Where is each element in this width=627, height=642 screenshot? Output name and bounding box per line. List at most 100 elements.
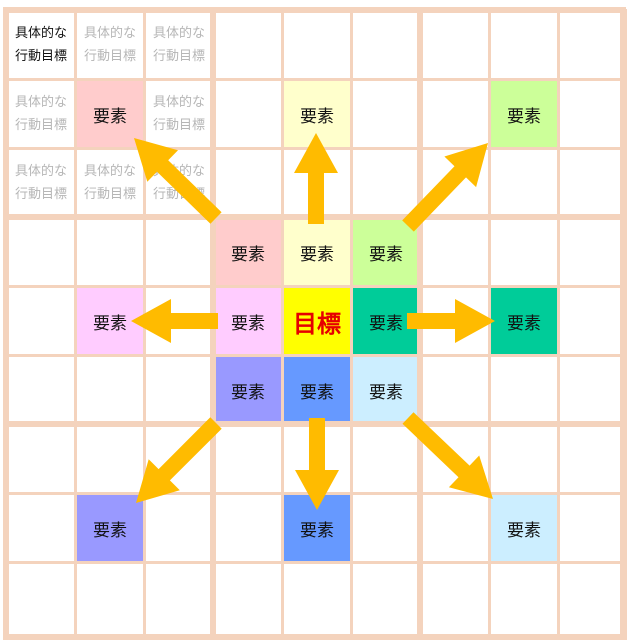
empty-cell xyxy=(557,78,627,150)
element-cell-outer-bottom: 要素 xyxy=(281,492,353,564)
empty-cell xyxy=(488,9,560,81)
empty-cell xyxy=(5,216,77,288)
element-cell-inner-bottom-right: 要素 xyxy=(350,354,422,426)
sub-goal-cell: 具体的な行動目標 xyxy=(5,78,77,150)
sub-goal-cell: 具体的な行動目標 xyxy=(143,147,215,219)
element-cell-inner-left: 要素 xyxy=(212,285,284,357)
empty-cell xyxy=(212,561,284,640)
empty-cell xyxy=(488,216,560,288)
empty-cell xyxy=(350,78,422,150)
empty-cell xyxy=(143,492,215,564)
element-cell-outer-top: 要素 xyxy=(281,78,353,150)
empty-cell xyxy=(212,9,284,81)
empty-cell xyxy=(557,216,627,288)
goal-label: 目標 xyxy=(293,309,341,338)
empty-cell xyxy=(143,354,215,426)
sub-goal-line1: 具体的な xyxy=(14,164,67,179)
empty-cell xyxy=(74,216,146,288)
empty-cell xyxy=(5,561,77,640)
element-label: 要素 xyxy=(507,313,541,334)
empty-cell xyxy=(488,561,560,640)
empty-cell xyxy=(143,561,215,640)
element-cell-inner-top: 要素 xyxy=(281,216,353,288)
empty-cell xyxy=(419,561,491,640)
block-divider-horizontal xyxy=(3,214,626,220)
empty-cell xyxy=(212,147,284,219)
empty-cell xyxy=(212,492,284,564)
element-label: 要素 xyxy=(93,313,127,334)
empty-cell xyxy=(419,492,491,564)
empty-cell xyxy=(281,9,353,81)
empty-cell xyxy=(350,147,422,219)
empty-cell xyxy=(419,78,491,150)
sub-goal-cell: 具体的な行動目標 xyxy=(143,78,215,150)
empty-cell xyxy=(212,78,284,150)
element-cell-inner-top-left: 要素 xyxy=(212,216,284,288)
element-cell-outer-bottom-right: 要素 xyxy=(488,492,560,564)
empty-cell xyxy=(5,285,77,357)
block-divider-vertical xyxy=(620,7,626,639)
sub-goal-cell: 具体的な行動目標 xyxy=(5,9,77,81)
sub-goal-line2: 行動目標 xyxy=(152,49,205,64)
empty-cell xyxy=(488,354,560,426)
empty-cell xyxy=(557,147,627,219)
sub-goal-line1: 具体的な xyxy=(83,164,136,179)
element-cell-outer-right: 要素 xyxy=(488,285,560,357)
sub-goal-line2: 行動目標 xyxy=(14,187,67,202)
block-divider-horizontal xyxy=(3,7,626,13)
sub-goal-line1: 具体的な xyxy=(83,26,136,41)
empty-cell xyxy=(419,216,491,288)
element-label: 要素 xyxy=(369,244,403,265)
empty-cell xyxy=(557,423,627,495)
empty-cell xyxy=(74,423,146,495)
empty-cell xyxy=(5,423,77,495)
empty-cell xyxy=(74,561,146,640)
empty-cell xyxy=(419,9,491,81)
element-label: 要素 xyxy=(300,106,334,127)
sub-goal-line2: 行動目標 xyxy=(83,49,136,64)
sub-goal-cell: 具体的な行動目標 xyxy=(5,147,77,219)
element-cell-outer-top-right: 要素 xyxy=(488,78,560,150)
element-cell-outer-left: 要素 xyxy=(74,285,146,357)
element-label: 要素 xyxy=(369,313,403,334)
element-cell-outer-bottom-left: 要素 xyxy=(74,492,146,564)
element-label: 要素 xyxy=(231,313,265,334)
empty-cell xyxy=(350,423,422,495)
element-cell-outer-top-left: 要素 xyxy=(74,78,146,150)
element-cell-inner-top-right: 要素 xyxy=(350,216,422,288)
sub-goal-cell: 具体的な行動目標 xyxy=(74,147,146,219)
sub-goal-line1: 具体的な xyxy=(14,95,67,110)
sub-goal-line2: 行動目標 xyxy=(152,187,205,202)
empty-cell xyxy=(557,561,627,640)
sub-goal-line1: 具体的な xyxy=(152,26,205,41)
empty-cell xyxy=(350,9,422,81)
sub-goal-line2: 行動目標 xyxy=(14,49,67,64)
element-label: 要素 xyxy=(300,244,334,265)
element-label: 要素 xyxy=(369,382,403,403)
element-label: 要素 xyxy=(507,520,541,541)
empty-cell xyxy=(143,216,215,288)
block-divider-horizontal xyxy=(3,634,626,640)
element-label: 要素 xyxy=(231,382,265,403)
element-label: 要素 xyxy=(231,244,265,265)
element-label: 要素 xyxy=(300,520,334,541)
element-cell-inner-right: 要素 xyxy=(350,285,422,357)
empty-cell xyxy=(419,285,491,357)
empty-cell xyxy=(557,9,627,81)
block-divider-vertical xyxy=(210,7,216,639)
sub-goal-line2: 行動目標 xyxy=(14,118,67,133)
empty-cell xyxy=(350,561,422,640)
element-label: 要素 xyxy=(93,520,127,541)
sub-goal-cell: 具体的な行動目標 xyxy=(143,9,215,81)
empty-cell xyxy=(281,561,353,640)
element-cell-inner-bottom-left: 要素 xyxy=(212,354,284,426)
empty-cell xyxy=(419,423,491,495)
sub-goal-line1: 具体的な xyxy=(152,164,205,179)
sub-goal-line2: 行動目標 xyxy=(152,118,205,133)
empty-cell xyxy=(557,354,627,426)
sub-goal-line1: 具体的な xyxy=(152,95,205,110)
empty-cell xyxy=(5,492,77,564)
sub-goal-line1: 具体的な xyxy=(14,26,67,41)
empty-cell xyxy=(557,492,627,564)
